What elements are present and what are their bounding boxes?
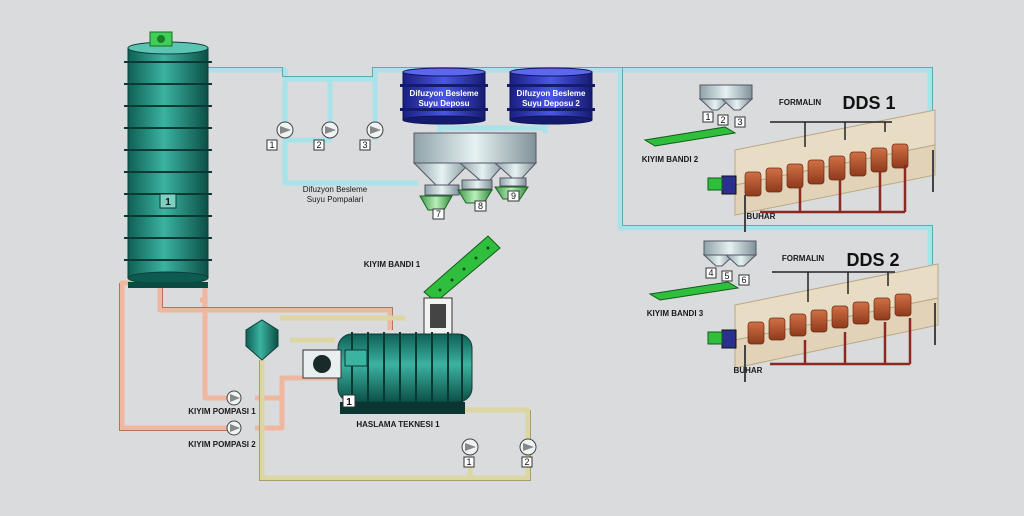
scalder-pump-1[interactable]: 1 bbox=[462, 439, 478, 467]
dds-2-buhar-label: BUHAR bbox=[734, 366, 763, 375]
hopper-9-number: 9 bbox=[511, 191, 516, 201]
feed-pump-2[interactable]: 2 bbox=[314, 122, 338, 150]
hopper-8[interactable]: 8 bbox=[458, 190, 492, 211]
dds-1-title: DDS 1 bbox=[842, 93, 895, 113]
feed-water-tank-2-label-line1: Difuzyon Besleme bbox=[517, 89, 586, 98]
separator-vessel bbox=[246, 320, 278, 360]
dds-2-hopper-4-number: 4 bbox=[708, 268, 713, 278]
hopper-7[interactable]: 7 bbox=[420, 196, 452, 219]
dds-1-hopper-3-number: 3 bbox=[737, 117, 742, 127]
scalder-pump-2[interactable]: 2 bbox=[520, 439, 536, 467]
dds-2-hopper-6[interactable]: 6 bbox=[739, 275, 749, 285]
kiyim-bandi-3-label: KIYIM BANDI 3 bbox=[647, 309, 704, 318]
dds-2-hopper-group bbox=[704, 241, 756, 266]
feed-water-tank-1[interactable]: Difuzyon Besleme Suyu Deposu bbox=[400, 68, 488, 124]
dds-1-hopper-2-number: 2 bbox=[720, 115, 725, 125]
scalder-pump-2-number: 2 bbox=[524, 457, 529, 467]
kiyim-bandi-1-label: KIYIM BANDI 1 bbox=[364, 260, 421, 269]
dds-2-hopper-5[interactable]: 5 bbox=[722, 271, 732, 281]
dds-1-hopper-3[interactable]: 3 bbox=[735, 117, 745, 127]
kiyim-bandi-2-conveyor[interactable] bbox=[645, 127, 735, 146]
dds-1-unit[interactable] bbox=[708, 110, 935, 232]
dds-2-hopper-4[interactable]: 4 bbox=[706, 268, 716, 278]
feed-pumps-label-line2: Suyu Pompalari bbox=[307, 195, 364, 204]
dds-1-hopper-group bbox=[700, 85, 752, 110]
scalder-vessel[interactable]: 1 bbox=[303, 332, 472, 414]
kiyim-pompasi-2[interactable] bbox=[227, 421, 241, 435]
dds-2-title: DDS 2 bbox=[846, 250, 899, 270]
dds-1-hopper-2[interactable]: 2 bbox=[718, 115, 728, 125]
dds-1-hopper-1-number: 1 bbox=[705, 112, 710, 122]
feed-water-tank-1-label-line2: Suyu Deposu bbox=[418, 99, 469, 108]
feed-pump-2-number: 2 bbox=[316, 140, 321, 150]
hopper-9[interactable]: 9 bbox=[495, 187, 528, 201]
kiyim-pompasi-1-label: KIYIM POMPASI 1 bbox=[188, 407, 256, 416]
dds-2-hopper-5-number: 5 bbox=[724, 271, 729, 281]
feed-pump-1[interactable]: 1 bbox=[267, 122, 293, 150]
dds-1-buhar-label: BUHAR bbox=[747, 212, 776, 221]
kiyim-bandi-2-label: KIYIM BANDI 2 bbox=[642, 155, 699, 164]
kiyim-bandi-1-conveyor[interactable] bbox=[424, 236, 500, 336]
scalder-pump-1-number: 1 bbox=[466, 457, 471, 467]
feed-pump-3[interactable]: 3 bbox=[360, 122, 383, 150]
diffusion-column: 1 bbox=[124, 32, 212, 288]
dds-1-formalin-label: FORMALIN bbox=[779, 98, 821, 107]
main-hopper bbox=[414, 133, 536, 195]
kiyim-pompasi-1[interactable] bbox=[227, 391, 241, 405]
feed-water-tank-1-label-line1: Difuzyon Besleme bbox=[410, 89, 479, 98]
hopper-8-number: 8 bbox=[478, 201, 483, 211]
haslama-teknesi-1-label: HASLAMA TEKNESI 1 bbox=[356, 420, 440, 429]
column-number: 1 bbox=[165, 197, 171, 208]
feed-water-tank-2-label-line2: Suyu Deposu 2 bbox=[522, 99, 580, 108]
feed-pumps-label-line1: Difuzyon Besleme bbox=[303, 185, 368, 194]
feed-pump-1-number: 1 bbox=[269, 140, 274, 150]
dds-2-hopper-6-number: 6 bbox=[741, 275, 746, 285]
dds-1-hopper-1[interactable]: 1 bbox=[703, 112, 713, 122]
feed-pump-3-number: 3 bbox=[362, 140, 367, 150]
kiyim-pompasi-2-label: KIYIM POMPASI 2 bbox=[188, 440, 256, 449]
hopper-7-number: 7 bbox=[436, 209, 441, 219]
kiyim-bandi-3-conveyor[interactable] bbox=[650, 282, 738, 300]
dds-2-formalin-label: FORMALIN bbox=[782, 254, 824, 263]
feed-water-tank-2[interactable]: Difuzyon Besleme Suyu Deposu 2 bbox=[507, 68, 595, 124]
scalder-number: 1 bbox=[346, 397, 352, 408]
